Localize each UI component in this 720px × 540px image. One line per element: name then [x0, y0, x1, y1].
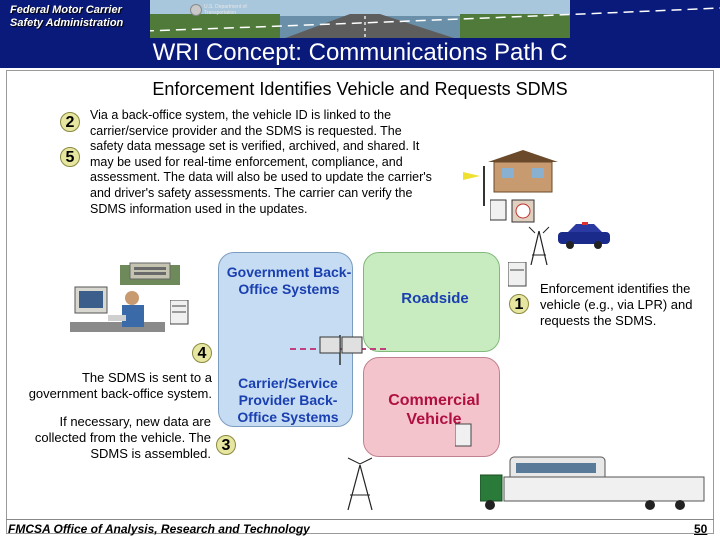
slide-header: Federal Motor Carrier Safety Administrat… — [0, 0, 720, 68]
flag-pole-icon — [463, 166, 485, 206]
step-2-badge: 2 — [60, 112, 80, 132]
police-car-icon — [558, 222, 610, 249]
footer-office: FMCSA Office of Analysis, Research and T… — [8, 522, 310, 536]
dot-logo: U.S. Department of Transportation — [204, 4, 264, 16]
step-1-badge: 1 — [509, 294, 529, 314]
roadside-device-icon — [508, 262, 527, 287]
page-number: 50 — [694, 522, 708, 536]
dot-seal-icon — [190, 4, 202, 16]
commercial-vehicle-box — [363, 357, 500, 457]
footer-rule — [6, 519, 714, 520]
agency-line-1: Federal Motor Carrier — [10, 4, 122, 16]
dot-line-2: Transportation — [204, 10, 237, 16]
antenna-tower-icon — [347, 457, 373, 510]
radio-tower-icon — [528, 226, 550, 265]
note-sdms-sent: The SDMS is sent to a government back-of… — [28, 370, 212, 401]
government-label: Government Back-Office Systems — [226, 264, 352, 297]
agency-line-2: Safety Administration — [10, 17, 124, 29]
roadside-box — [363, 252, 500, 352]
network-connection-icon — [290, 335, 390, 365]
content-frame — [6, 70, 714, 534]
slide-title: WRI Concept: Communications Path C — [152, 39, 568, 66]
agency-name: Federal Motor Carrier Safety Administrat… — [10, 4, 123, 30]
vehicle-device-icon — [455, 423, 472, 447]
server-icon — [170, 300, 189, 325]
note-data-collected: If necessary, new data are collected fro… — [34, 414, 211, 461]
note-enforcement: Enforcement identifies the vehicle (e.g.… — [540, 281, 693, 328]
weigh-station-icon — [488, 150, 558, 193]
government-building-icon — [120, 262, 180, 285]
process-description: Via a back-office system, the vehicle ID… — [90, 108, 432, 216]
carrier-label: Carrier/Service Provider Back-Office Sys… — [237, 375, 339, 425]
step-4-badge: 4 — [192, 343, 212, 363]
step-5-badge: 5 — [60, 147, 80, 167]
commercial-vehicle-label: Commercial Vehicle — [388, 392, 480, 428]
roadside-label: Roadside — [401, 290, 469, 307]
commercial-vehicles-icon — [480, 456, 705, 510]
slide-subtitle: Enforcement Identifies Vehicle and Reque… — [152, 79, 568, 99]
dot-line-1: U.S. Department of — [204, 4, 247, 10]
header-swoosh — [0, 0, 720, 68]
lpr-reader-icon — [490, 199, 535, 223]
highway-photo — [150, 0, 570, 40]
step-3-badge: 3 — [216, 435, 236, 455]
office-worker-icon — [70, 286, 165, 332]
